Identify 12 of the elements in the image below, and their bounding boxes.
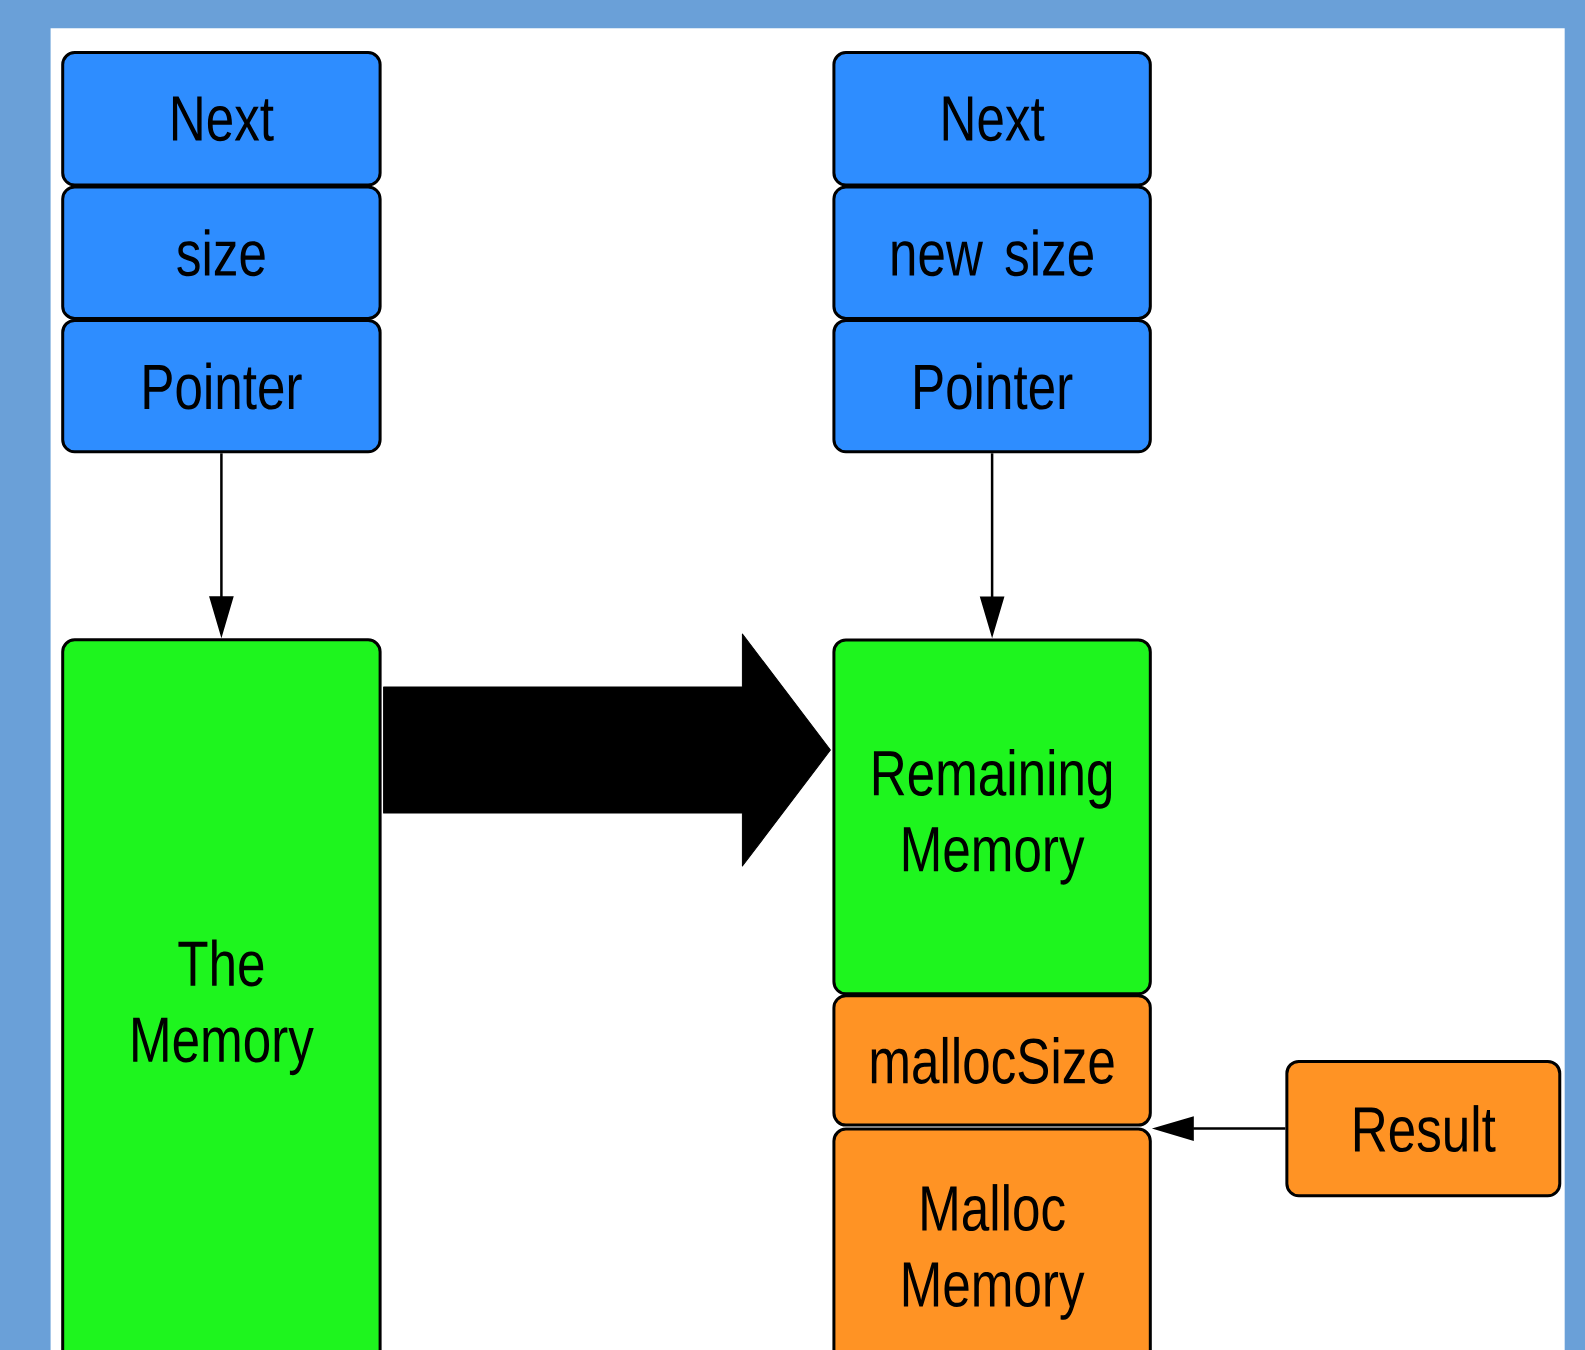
- field-box: Pointer: [61, 318, 382, 454]
- field-box: Pointer: [832, 318, 1152, 454]
- result-box: Result: [1285, 1059, 1562, 1198]
- field-box: size: [61, 185, 382, 320]
- block-arrow: [383, 633, 831, 867]
- memory-block: The Memory: [61, 638, 382, 1350]
- memory-block: Malloc Memory: [832, 1127, 1152, 1350]
- field-box: new size: [832, 185, 1152, 320]
- memory-block: Remaining Memory: [832, 638, 1152, 996]
- memory-block: mallocSize: [832, 994, 1152, 1127]
- field-box: Next: [832, 51, 1152, 187]
- field-box: Next: [61, 51, 382, 187]
